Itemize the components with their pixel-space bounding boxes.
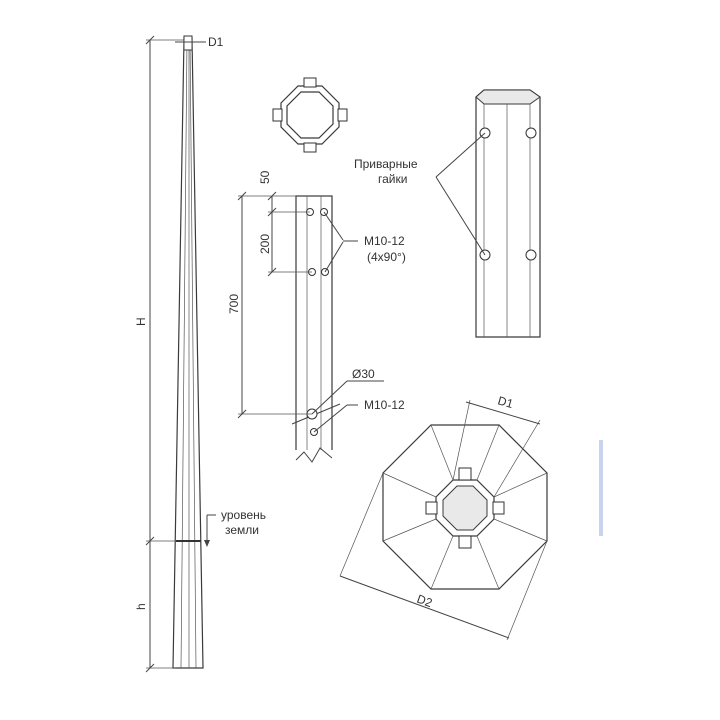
hg-tick-bottom [145, 663, 155, 673]
d1-octagon-dimension: D1 [452, 393, 541, 498]
tick-700a [237, 191, 247, 201]
octagon-nut-left [272, 108, 283, 122]
d1-top-label: D1 [208, 35, 224, 49]
right-pole-top-face [475, 89, 541, 105]
hole-leader [311, 380, 348, 415]
h-tick-top [145, 35, 155, 45]
dim-700-label: 700 [227, 294, 241, 314]
base-nut-left [425, 501, 438, 515]
bolt-single-label: M10-12 [364, 398, 405, 412]
hole-dia-label: Ø30 [352, 367, 375, 381]
ground-label-line2: земли [225, 523, 259, 537]
pole-side-view [172, 35, 204, 669]
bolt-leader-1 [323, 211, 344, 241]
bolt-label-line2: (4x90°) [367, 250, 406, 264]
base-nut-top [458, 467, 472, 481]
right-pole-3d [475, 89, 541, 338]
welded-nut-2 [525, 127, 537, 139]
base-radial-3 [493, 472, 548, 498]
base-radial-6 [430, 535, 454, 590]
d2-dim-line [339, 575, 510, 639]
d2-octagon-dimension: D2 [339, 472, 548, 641]
base-octagon [382, 424, 548, 590]
d1o-dim-line [465, 401, 541, 425]
pole-edge-line-3 [189, 37, 197, 669]
ground-level-callout: уровень земли [204, 508, 266, 547]
octagon-inner [286, 91, 334, 139]
base-radial-8 [382, 472, 437, 498]
break-line-bottom [295, 447, 333, 463]
d2-ext-1 [339, 472, 384, 577]
d2-ext-2 [506, 540, 548, 641]
d1-top-dimension: D1 [175, 35, 224, 52]
right-pole-body [475, 89, 541, 338]
nuts-label-line1: Приварные [354, 157, 418, 171]
nuts-leader-2 [435, 176, 486, 256]
welded-nut-4 [525, 249, 537, 261]
welded-nuts-callout: Приварные гайки [354, 132, 486, 256]
base-radial-4 [493, 518, 548, 542]
base-radial-2 [476, 424, 500, 481]
base-octagon-hole [442, 485, 488, 531]
octagon-nut-bottom [303, 142, 317, 153]
bolt-callout-4x90: M10-12 (4x90°) [323, 211, 406, 273]
tick-700b [237, 409, 247, 419]
edge-artifact [599, 440, 603, 536]
bolt-leader-2 [324, 241, 344, 273]
pole-edge-line-1 [180, 37, 188, 669]
h-ground-dimension: h [134, 541, 176, 673]
tick-50b [267, 207, 277, 217]
d1o-ext-1 [493, 419, 541, 498]
octagon-nut-top [303, 77, 317, 88]
base-nut-bottom [458, 535, 472, 549]
ground-arrow [204, 540, 210, 547]
base-nut-right [492, 501, 505, 515]
h-total-dimension: H [134, 35, 184, 546]
bolt-single-callout: M10-12 [313, 398, 405, 433]
tick-200 [267, 267, 277, 277]
base-radial-5 [476, 535, 500, 590]
bolt-label-line1: M10-12 [364, 234, 405, 248]
dim-200-label: 200 [258, 234, 272, 254]
base-radial-1 [430, 424, 454, 481]
pole-outline [172, 37, 204, 669]
ground-label-line1: уровень [221, 508, 266, 522]
h-ground-label: h [134, 603, 148, 610]
bolt-single-leader [313, 404, 348, 433]
top-octagon-detail [272, 77, 348, 153]
middle-dimensions: 50 200 700 [227, 170, 312, 419]
tick-50a [267, 191, 277, 201]
d1-octagon-label: D1 [496, 393, 515, 411]
nuts-leader-1 [435, 132, 486, 178]
middle-pole-detail [290, 195, 341, 464]
h-total-label: H [134, 317, 148, 326]
d2-octagon-label: D2 [415, 592, 435, 611]
pole-top-cap [183, 35, 193, 51]
dim-50-label: 50 [258, 170, 272, 184]
nuts-label-line2: гайки [378, 172, 407, 186]
base-radial-7 [382, 518, 437, 542]
octagon-nut-right [337, 108, 348, 122]
hole-dia-callout: Ø30 [311, 367, 384, 415]
d1o-ext-2 [452, 399, 471, 481]
